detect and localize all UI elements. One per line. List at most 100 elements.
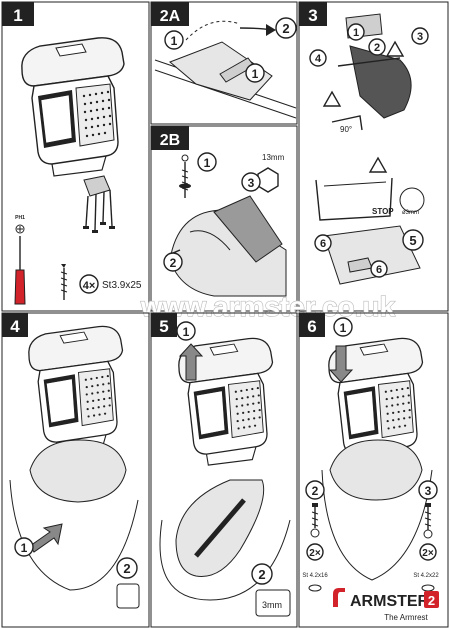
brand-logo: ARMSTER 2 The Armrest [333,588,439,622]
step-marker [251,563,273,585]
push-arrow [29,523,63,553]
brand-mark [333,588,345,607]
panel-6-badge [299,313,325,337]
step-number: 1 [171,34,178,48]
panel-2a-label: 2A [160,8,181,25]
panel-6-label: 6 [307,317,316,336]
press-arrow [328,345,354,383]
cover-lift-path [185,20,241,41]
hex-nut-icon [257,167,279,193]
drill-detail-box [255,589,291,617]
armrest-unit [21,37,125,177]
screw-head-icon [308,584,322,592]
screw-head-icon [421,584,435,592]
step-number: 1 [183,325,190,339]
step-number: 1 [353,27,359,39]
panel-5-frame [150,312,298,628]
step-marker [309,49,327,67]
warning-icon [368,156,388,173]
screw-icon [424,503,432,530]
step-number: 6 [376,264,382,276]
clip-detail [331,115,363,131]
screw-heads [83,222,115,233]
panel-3-label: 3 [308,6,317,25]
armrest-base [29,439,127,503]
step-marker [164,30,184,50]
screw-icon [60,264,68,300]
step-marker [402,229,424,251]
step-marker [176,321,196,341]
step-marker [314,234,332,252]
panel-3-badge [299,2,327,26]
panel-3: 3 4 1 2 3 90° STOP ø3mm 6 6 5 [298,1,449,312]
panel-1-frame [1,1,150,312]
arrow-out-head [266,24,276,36]
screwdriver-icon [14,224,26,305]
panel-2b-frame [150,125,298,312]
step-number: 1 [340,321,347,335]
step-marker [418,480,438,500]
panel-1-label: 1 [13,6,22,25]
step-number: 2 [123,561,130,576]
step-marker [370,260,388,278]
step-marker [245,63,265,83]
panel-4-label: 4 [10,317,20,336]
warning-icon [322,90,342,107]
step-marker [347,23,365,41]
screw-spec: St 4.2x16 [302,573,328,579]
screw-icon [179,154,191,198]
bracket-lip [323,181,387,187]
step-number: 6 [320,238,326,250]
panel-5: 5 1 2 3mm [150,312,298,628]
step-marker [241,172,261,192]
step-marker [197,152,217,172]
tool-label: PH1 [15,215,25,221]
tunnel-contour [189,230,231,251]
screw-spec: St3.9x25 [102,280,142,291]
step-number: 2 [312,484,319,498]
step-number: 4 [315,53,322,65]
step-number: 1 [252,67,259,81]
panel-2a: 2A 1 2 1 [150,1,298,125]
step-number: 1 [21,541,28,555]
panel-2b: 2B 1 13mm 3 2 [150,125,298,312]
watermark: www.armster.co.uk [140,291,396,322]
panel-5-badge [151,313,177,337]
step-number: 2 [282,21,289,36]
step-number: 3 [248,176,255,190]
step-marker [14,537,34,557]
panel-2a-badge [151,2,189,26]
mounting-plate [213,195,283,263]
panel-4-frame [1,312,150,628]
cable-loop [159,519,291,601]
step-number: 2 [374,42,380,54]
step-marker [305,480,325,500]
step-marker [368,38,386,56]
armrest-unit [28,325,124,454]
drill-size: 3mm [262,600,282,610]
console-cover [169,41,273,101]
bracket-profile [315,177,393,221]
step-number: 2 [170,256,177,270]
lift-arrow [178,343,204,381]
rod [337,57,401,67]
panel-2a-frame [150,1,298,125]
angle-label: 90° [340,125,352,134]
clip-detail-box [116,583,140,609]
step-marker [163,252,183,272]
screw-count: 2× [422,548,434,559]
mounting-bracket [83,175,111,197]
panel-4-badge [2,313,28,337]
screw-count-ring [79,274,99,294]
drill-diameter: ø3mm [402,210,419,216]
cable-loop [321,469,433,581]
drill-detail [399,187,425,213]
panel-6: 6 1 2 2× St 4.2x16 3 2× St 4.2x22 [298,312,449,628]
step-marker [333,317,353,337]
count-ring [419,543,437,561]
step-number: 5 [409,233,416,248]
panel-2b-label: 2B [160,132,180,149]
rail-slot [194,498,246,558]
nut-size-label: 13mm [262,153,285,162]
screw-count: 2× [309,548,321,559]
